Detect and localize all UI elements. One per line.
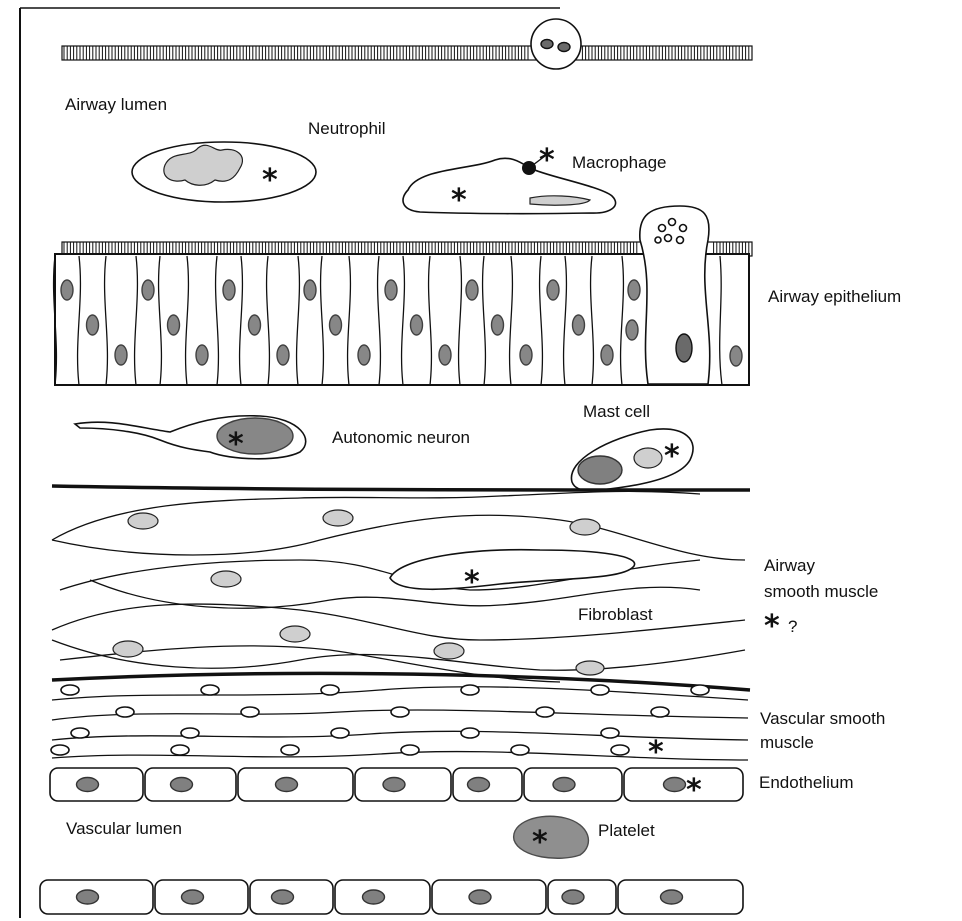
basement-membrane (52, 486, 750, 490)
neutrophil-cell: * (132, 142, 316, 202)
macrophage-asterisk-top: * (539, 143, 555, 178)
bottom-endothelium (40, 880, 743, 914)
airway-smooth-muscle: * (52, 491, 745, 682)
neuron-asterisk: * (228, 427, 244, 462)
label-airway-smooth-muscle-2: smooth muscle (764, 582, 878, 601)
label-vascular-smooth-muscle-1: Vascular smooth (760, 709, 885, 728)
label-macrophage: Macrophage (572, 153, 667, 172)
label-autonomic-neuron: Autonomic neuron (332, 428, 470, 447)
mast-cell-asterisk: * (664, 439, 680, 474)
vascular-smooth-muscle-asterisk: * (648, 735, 664, 770)
fibroblast-asterisk: * (464, 565, 480, 600)
endothelium-asterisk: * (686, 773, 702, 808)
label-airway-smooth-muscle-1: Airway (764, 556, 816, 575)
label-airway-lumen: Airway lumen (65, 95, 167, 114)
fibroblast-cell (390, 550, 635, 590)
endothelium (50, 768, 743, 801)
label-platelet: Platelet (598, 821, 655, 840)
vascular-smooth-muscle: * (51, 685, 748, 770)
platelet-asterisk: * (532, 825, 548, 860)
label-fibroblast: Fibroblast (578, 605, 653, 624)
goblet-cell (640, 206, 710, 384)
label-vascular-smooth-muscle-2: muscle (760, 733, 814, 752)
mast-cell: * (571, 429, 693, 491)
label-endothelium: Endothelium (759, 773, 854, 792)
lumen-round-cell (531, 19, 581, 69)
top-cilia-strip (62, 19, 752, 69)
adventitia-line (52, 673, 750, 690)
airway-epithelium (54, 206, 752, 385)
label-vascular-lumen: Vascular lumen (66, 819, 182, 838)
platelet-cell: * (514, 816, 589, 860)
label-neutrophil: Neutrophil (308, 119, 386, 138)
autonomic-neuron: * (75, 416, 306, 462)
label-question-mark: ? (788, 617, 797, 636)
label-mast-cell: Mast cell (583, 402, 650, 421)
neutrophil-asterisk: * (262, 163, 278, 198)
macrophage-asterisk-inner: * (451, 183, 467, 218)
airway-smooth-muscle-asterisk: * (764, 609, 780, 644)
label-airway-epithelium: Airway epithelium (768, 287, 901, 306)
